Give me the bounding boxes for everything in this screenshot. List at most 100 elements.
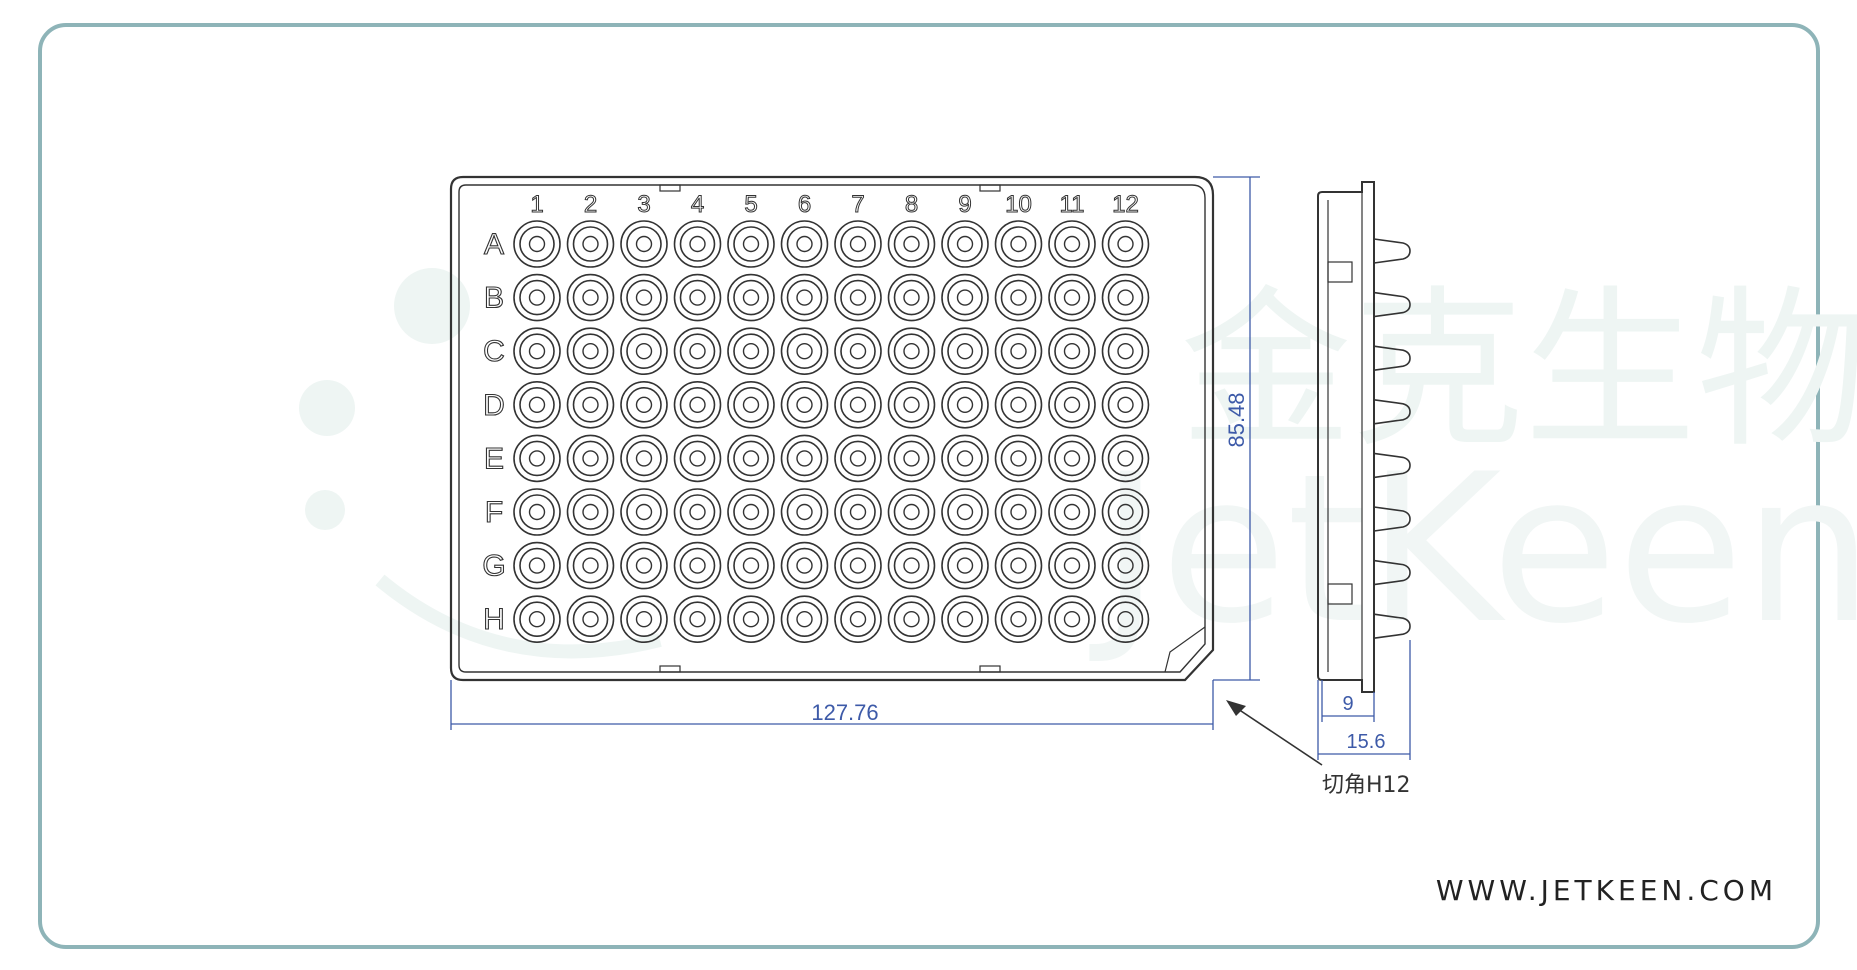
column-label: 11 [1060, 191, 1085, 218]
well-middle-ring [1107, 279, 1144, 316]
well [620, 273, 668, 322]
well [727, 220, 775, 268]
well-outer-ring [941, 273, 989, 322]
well-outer-ring [620, 220, 668, 268]
well-inner-ring [849, 343, 867, 360]
well-outer-ring [887, 380, 936, 429]
side-tube [1373, 613, 1411, 639]
well [566, 327, 615, 376]
well-outer-ring [780, 273, 829, 322]
well-middle-ring [733, 226, 769, 262]
well-inner-ring [1010, 343, 1027, 360]
well-inner-ring [742, 450, 760, 467]
website-url: WWW.JETKEEN.COM [1435, 874, 1777, 907]
column-label: 8 [905, 191, 918, 218]
well [566, 380, 615, 429]
length-value: 127.76 [811, 700, 878, 725]
well-outer-ring [834, 220, 882, 268]
well-middle-ring [626, 601, 662, 638]
well-middle-ring [947, 333, 983, 370]
well [620, 541, 668, 590]
well [673, 273, 722, 322]
well [887, 488, 936, 536]
side-tube [1373, 238, 1411, 264]
row-label: H [483, 603, 505, 636]
well [994, 541, 1043, 590]
well-outer-ring [513, 380, 561, 429]
well-outer-ring [887, 595, 936, 644]
well-inner-ring [1117, 235, 1134, 253]
well [941, 488, 989, 536]
well-middle-ring [572, 494, 609, 530]
well-outer-ring [620, 541, 668, 590]
well-inner-ring [1063, 343, 1081, 360]
well-middle-ring [626, 386, 662, 423]
well-inner-ring [1063, 235, 1081, 253]
well-outer-ring [834, 488, 882, 536]
well-middle-ring [679, 386, 716, 423]
well-outer-ring [780, 595, 829, 644]
plate-notch [659, 665, 681, 673]
well-middle-ring [1054, 279, 1090, 316]
well-inner-ring [1063, 396, 1081, 413]
well [780, 434, 829, 483]
well [513, 273, 561, 322]
well-middle-ring [893, 440, 930, 477]
column-label: 9 [958, 191, 971, 218]
side-clip [1327, 583, 1353, 605]
well [673, 488, 722, 536]
well [887, 273, 936, 322]
well-outer-ring [780, 327, 829, 376]
well-outer-ring [513, 595, 561, 644]
well-outer-ring [727, 273, 775, 322]
well-outer-ring [1101, 327, 1150, 376]
well [620, 434, 668, 483]
well [834, 380, 882, 429]
well-outer-ring [994, 595, 1043, 644]
well-inner-ring [903, 450, 920, 467]
well-middle-ring [1054, 601, 1090, 638]
well-inner-ring [528, 289, 546, 306]
well-outer-ring [727, 488, 775, 536]
well-middle-ring [840, 547, 876, 584]
well-outer-ring [727, 434, 775, 483]
well-inner-ring [956, 450, 974, 467]
well [513, 434, 561, 483]
well-middle-ring [626, 226, 662, 262]
length-dimension [450, 680, 1214, 730]
well [941, 273, 989, 322]
well [780, 380, 829, 429]
column-label: 10 [1005, 191, 1032, 218]
well [941, 434, 989, 483]
well-inner-ring [582, 343, 599, 360]
well [887, 327, 936, 376]
well-inner-ring [582, 396, 599, 413]
callout-arrowhead [1226, 700, 1246, 716]
well-inner-ring [849, 289, 867, 306]
well-outer-ring [1101, 541, 1150, 590]
well [994, 380, 1043, 429]
well [566, 541, 615, 590]
well-inner-ring [849, 450, 867, 467]
well-outer-ring [994, 541, 1043, 590]
well [1101, 434, 1150, 483]
well [566, 220, 615, 268]
well [887, 380, 936, 429]
well [673, 327, 722, 376]
well-inner-ring [582, 611, 599, 628]
well-outer-ring [1048, 220, 1096, 268]
well-inner-ring [742, 557, 760, 574]
skirt-value: 9 [1342, 693, 1353, 715]
well [566, 273, 615, 322]
well-outer-ring [834, 380, 882, 429]
well-outer-ring [727, 380, 775, 429]
well [673, 434, 722, 483]
well-middle-ring [786, 440, 823, 477]
well-middle-ring [947, 494, 983, 530]
well [994, 273, 1043, 322]
well-inner-ring [635, 235, 653, 253]
well [513, 488, 561, 536]
